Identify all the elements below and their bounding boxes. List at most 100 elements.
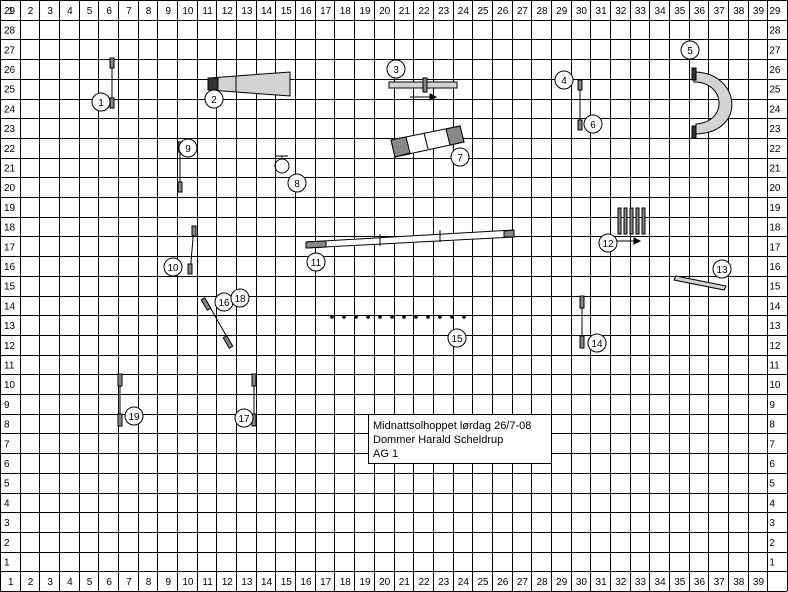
marker-7-label: 7 (457, 153, 463, 164)
marker-8: 8 (287, 173, 307, 193)
x-label-top: 12 (222, 6, 234, 17)
x-label-bottom: 36 (694, 577, 706, 588)
x-label-bottom: 37 (714, 577, 726, 588)
obstacle-3-seesaw (388, 77, 458, 101)
x-label-top: 26 (497, 6, 509, 17)
obstacle-17-jump (251, 373, 257, 427)
obstacle-7-tunnel (390, 125, 465, 158)
y-label-left: 16 (4, 262, 16, 273)
x-label-bottom: 5 (87, 577, 93, 588)
marker-4-label: 4 (561, 76, 567, 87)
y-label-left: 29 (4, 6, 16, 17)
marker-5-label: 5 (687, 46, 693, 57)
x-label-bottom: 24 (458, 577, 470, 588)
marker-2-label: 2 (211, 95, 217, 106)
weave-pole (342, 315, 346, 319)
obstacle-13-jump (673, 275, 727, 291)
x-label-bottom: 32 (615, 577, 627, 588)
marker-15-label: 15 (451, 334, 463, 345)
y-label-left: 25 (4, 85, 16, 96)
obstacle-8-tire (274, 155, 290, 174)
y-label-right: 6 (769, 459, 775, 470)
weave-pole (402, 315, 406, 319)
y-label-left: 24 (4, 104, 16, 115)
y-label-right: 9 (769, 400, 775, 411)
y-label-left: 19 (4, 203, 16, 214)
weave-pole (450, 315, 454, 319)
y-label-left: 27 (4, 45, 16, 56)
obstacle-12-weave (616, 207, 646, 245)
y-label-left: 23 (4, 124, 16, 135)
y-label-left: 22 (4, 144, 16, 155)
x-label-top: 24 (458, 6, 470, 17)
y-label-left: 18 (4, 223, 16, 234)
x-label-top: 16 (300, 6, 312, 17)
marker-6: 6 (583, 114, 603, 134)
x-label-bottom: 26 (497, 577, 509, 588)
x-label-bottom: 19 (359, 577, 371, 588)
x-label-top: 1 (8, 6, 14, 17)
obstacle-5-tunnel (691, 67, 733, 139)
x-label-bottom: 22 (418, 577, 430, 588)
x-label-top: 39 (753, 6, 765, 17)
x-label-bottom: 17 (320, 577, 332, 588)
x-label-top: 13 (241, 6, 253, 17)
y-label-left: 4 (4, 498, 10, 509)
x-label-top: 5 (87, 6, 93, 17)
obstacle-14-jump (579, 295, 585, 349)
marker-10-label: 10 (167, 263, 179, 274)
obstacle-19-jump (117, 373, 123, 427)
x-label-top: 38 (733, 6, 745, 17)
y-label-right: 1 (769, 557, 775, 568)
y-label-right: 18 (769, 223, 781, 234)
x-label-bottom: 20 (379, 577, 391, 588)
x-label-top: 33 (635, 6, 647, 17)
x-label-top: 36 (694, 6, 706, 17)
marker-18: 18 (230, 288, 250, 308)
y-label-right: 24 (769, 104, 781, 115)
obstacles (109, 57, 733, 427)
marker-12: 12 (598, 233, 618, 253)
x-label-top: 35 (674, 6, 686, 17)
y-label-left: 7 (4, 439, 10, 450)
course-info-box: Midnattsolhoppet lørdag 26/7-08 Dommer H… (368, 414, 552, 464)
y-label-right: 29 (769, 6, 781, 17)
x-label-bottom: 35 (674, 577, 686, 588)
x-label-top: 32 (615, 6, 627, 17)
number-markers: 1 2 3 4 5 6 7 8 9 10 11 12 13 14 15 16 1… (91, 40, 732, 428)
obstacle-16-jump (200, 297, 234, 349)
y-label-left: 10 (4, 380, 16, 391)
x-label-bottom: 6 (106, 577, 112, 588)
x-label-bottom: 1 (8, 577, 14, 588)
y-label-right: 11 (769, 360, 780, 371)
y-label-left: 3 (4, 518, 10, 529)
marker-9-label: 9 (185, 144, 191, 155)
y-label-left: 20 (4, 183, 16, 194)
x-label-top: 19 (359, 6, 371, 17)
y-label-right: 12 (769, 341, 781, 352)
weave-pole (438, 315, 442, 319)
x-label-bottom: 18 (340, 577, 352, 588)
weave-pole (390, 315, 394, 319)
weave-pole (378, 315, 382, 319)
x-label-bottom: 31 (596, 577, 608, 588)
y-label-right: 13 (769, 321, 781, 332)
x-label-bottom: 16 (300, 577, 312, 588)
weave-pole (366, 315, 370, 319)
x-label-top: 7 (126, 6, 132, 17)
marker-5: 5 (680, 40, 700, 60)
x-label-top: 21 (399, 6, 411, 17)
marker-3: 3 (386, 59, 406, 79)
weave-pole (414, 315, 418, 319)
weave-pole (462, 315, 466, 319)
x-label-top: 17 (320, 6, 332, 17)
y-label-right: 26 (769, 65, 781, 76)
y-label-left: 12 (4, 341, 16, 352)
x-label-top: 25 (477, 6, 489, 17)
y-label-right: 14 (769, 301, 781, 312)
x-label-top: 6 (106, 6, 112, 17)
y-label-right: 10 (769, 380, 781, 391)
obstacle-2-tunnel (207, 71, 291, 97)
x-label-bottom: 34 (655, 577, 667, 588)
